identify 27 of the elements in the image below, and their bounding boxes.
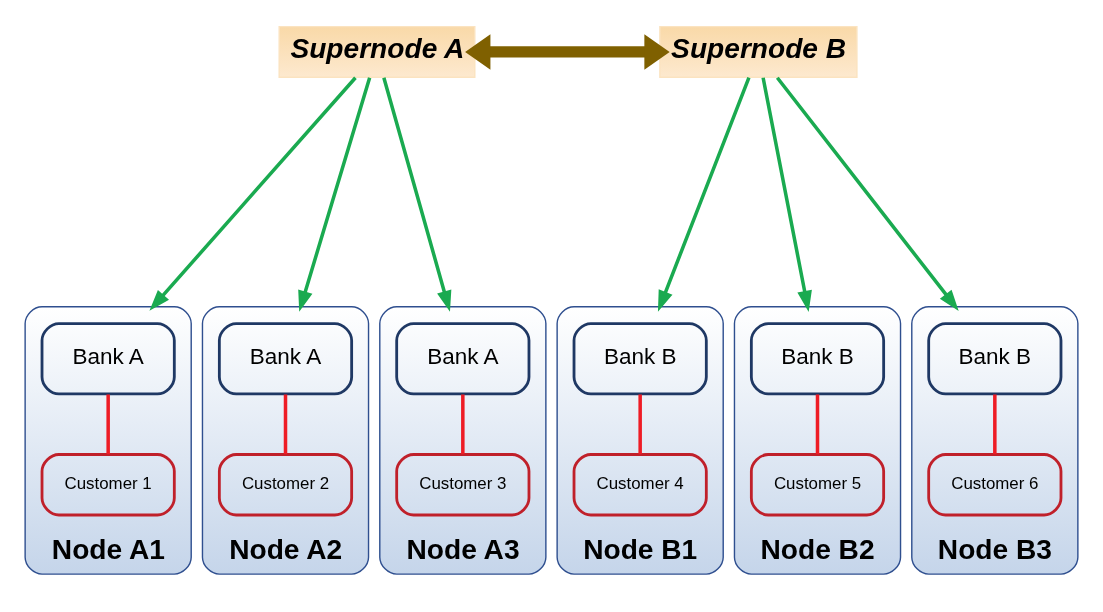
- node-box: Bank A: [217, 322, 354, 396]
- node-box: Bank B: [927, 322, 1063, 396]
- arrow: [298, 77, 372, 312]
- connector: [993, 394, 997, 455]
- node-box: Customer 3: [395, 453, 531, 517]
- node-box: Bank B: [572, 322, 708, 396]
- node-box: Customer 5: [749, 453, 886, 517]
- connector: [106, 394, 110, 455]
- node-box: Customer 6: [927, 453, 1063, 517]
- node-box: Customer 1: [40, 453, 176, 517]
- arrow: [775, 76, 959, 311]
- node-box: Customer 2: [217, 453, 354, 517]
- node-box: Customer 4: [572, 453, 708, 517]
- node-box: Supernode B: [659, 25, 858, 78]
- connector: [638, 394, 642, 455]
- arrow: [761, 77, 812, 312]
- arrow: [382, 77, 452, 312]
- node-box: Bank B: [749, 322, 886, 396]
- node-box: Bank A: [395, 322, 531, 396]
- arrow: [149, 76, 357, 311]
- node-box: Supernode A: [278, 25, 476, 78]
- arrow: [657, 77, 751, 312]
- arrow: [465, 34, 670, 70]
- connector: [461, 394, 465, 455]
- connector: [815, 394, 820, 455]
- connector: [283, 394, 288, 455]
- node-box: Bank A: [40, 322, 176, 396]
